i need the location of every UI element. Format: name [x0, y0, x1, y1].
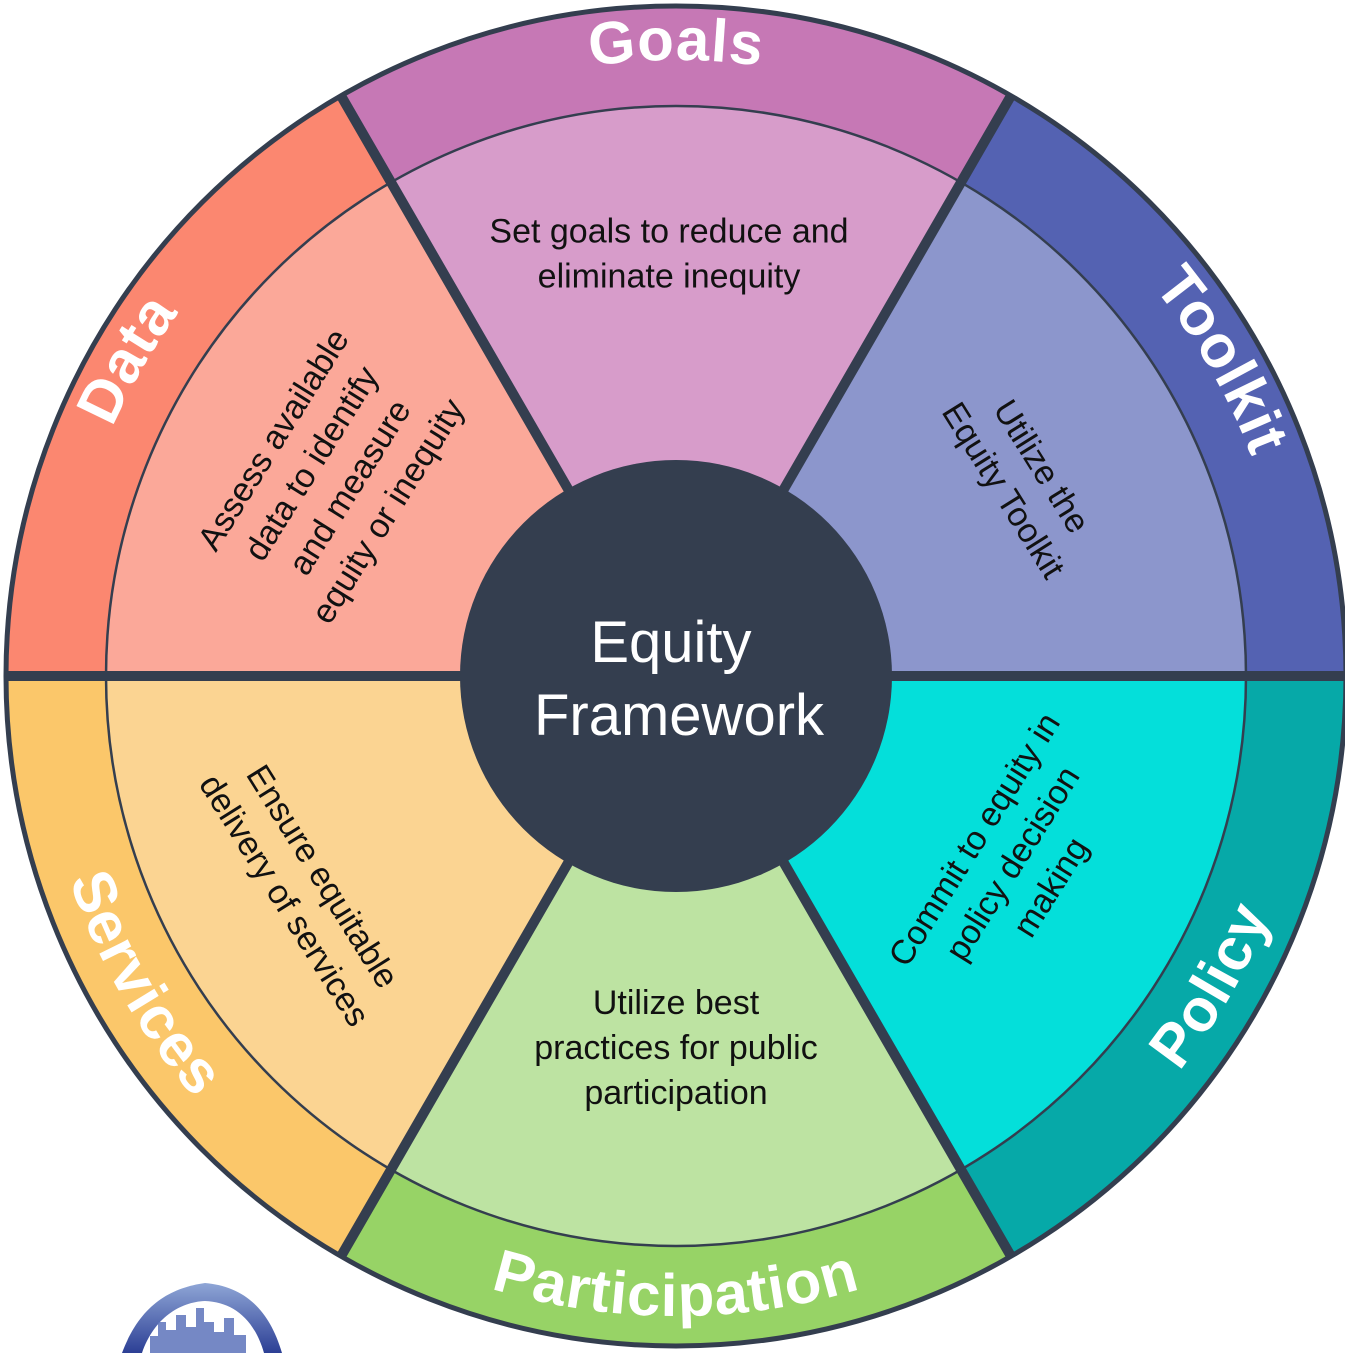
segment-goals-description: Set goals to reduce and eliminate inequit…	[489, 213, 848, 296]
segment-data-outer-ring	[6, 95, 391, 676]
segment-participation-description-line: participation	[584, 1074, 767, 1112]
segment-data-inner-wedge	[106, 182, 571, 676]
segment-dividers	[3, 3, 1345, 1349]
radial-divider	[336, 93, 576, 497]
segment-goals-description-line: Set goals to reduce and	[489, 213, 848, 251]
segment-toolkit-inner-wedge	[781, 182, 1246, 676]
city-skyline-arch-logo-icon	[122, 1283, 282, 1353]
center-title-line-2: Framework	[534, 683, 825, 748]
center-title-line-1: Equity	[590, 610, 751, 675]
segment-goals-outer-ring	[341, 5, 1011, 183]
svg-text:Equity Framework: Equity Framework	[534, 610, 825, 748]
segment-participation-description-line: practices for public	[534, 1029, 817, 1067]
segment-goals-description-line: eliminate inequity	[538, 258, 801, 296]
segment-participation-inner-wedge	[391, 857, 961, 1247]
radial-divider	[776, 93, 1016, 497]
radial-divider	[776, 855, 1016, 1259]
segment-participation-outer-ring	[341, 1169, 1011, 1347]
segment-policy-outer-ring	[961, 676, 1345, 1257]
segment-participation-description: Utilize best practices for public particip…	[534, 984, 817, 1112]
center-hub: Equity Framework	[460, 460, 892, 892]
segment-services-inner-wedge	[106, 676, 571, 1170]
segment-policy-inner-wedge	[781, 676, 1246, 1170]
wheel-segments	[6, 5, 1345, 1347]
segment-services-outer-ring	[6, 676, 391, 1257]
center-circle	[460, 460, 892, 892]
radial-divider	[336, 855, 576, 1259]
segment-participation-description-line: Utilize best	[593, 984, 760, 1022]
segment-goals-inner-wedge	[391, 106, 961, 495]
segment-toolkit-outer-ring	[961, 95, 1345, 676]
